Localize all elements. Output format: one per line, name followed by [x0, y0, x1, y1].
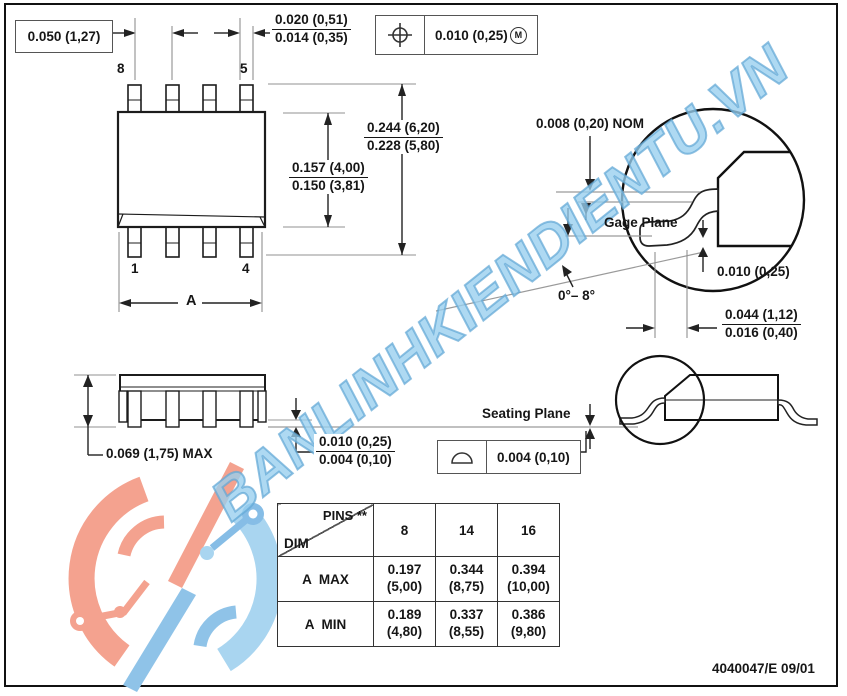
column-header-16: 16	[497, 503, 560, 557]
foot-thickness-dimension	[698, 220, 708, 272]
lead-width-dimension: 0.020 (0,51) 0.014 (0,35)	[270, 12, 353, 46]
value-mm: (4,80)	[386, 624, 423, 639]
extension-lines-overall-width	[266, 83, 416, 256]
column-header-14: 14	[435, 503, 498, 557]
value-inch: 0.189	[387, 607, 422, 623]
table-cell: 0.197 (5,00)	[373, 556, 436, 602]
logo-slash-upper	[168, 462, 244, 588]
dimension-A-label: A	[186, 293, 197, 309]
foot-length-dimension	[626, 250, 717, 338]
lead-thickness-label: 0.008 (0,20) NOM	[536, 116, 645, 131]
row-label-a-max: A MAX	[277, 556, 374, 602]
end-view-body	[664, 374, 779, 421]
extension-lines-top	[134, 18, 254, 80]
table-cell: 0.394 (10,00)	[497, 556, 560, 602]
lead-detail-circle	[620, 107, 806, 293]
value-inch: 0.344	[449, 562, 484, 578]
position-symbol-icon	[376, 16, 425, 54]
value-inch: 0.386	[511, 607, 546, 623]
pins-dimension-table: PINS ** DIM 8 14 16 A MAX 0.197 (5,00) 0…	[277, 503, 560, 647]
logo-left-arc	[68, 476, 149, 667]
body-width-min: 0.150 (3,81)	[292, 177, 365, 193]
lead-width-min: 0.014 (0,35)	[275, 29, 348, 45]
row-label-a-min: A MIN	[277, 601, 374, 647]
corner-dim-label: DIM	[284, 536, 309, 551]
pin-number-8: 8	[117, 61, 125, 76]
standoff-dimension	[291, 398, 313, 453]
lead-width-max: 0.020 (0,51)	[272, 12, 351, 30]
A-arrowheads	[119, 299, 262, 307]
overall-width-max: 0.244 (6,20)	[364, 120, 443, 138]
pin-number-5: 5	[240, 61, 248, 76]
column-header-8: 8	[373, 503, 436, 557]
table-cell: 0.189 (4,80)	[373, 601, 436, 647]
standoff-dimension-label: 0.010 (0,25) 0.004 (0,10)	[314, 434, 397, 468]
body-width-arrowheads	[324, 113, 332, 227]
flatness-tolerance-value: 0.004 (0,10)	[497, 449, 570, 465]
top-view-bevel	[117, 213, 266, 228]
end-view-detail-circle	[614, 354, 706, 446]
value-mm: (8,55)	[448, 624, 485, 639]
value-mm: (9,80)	[510, 624, 547, 639]
site-logo	[68, 462, 283, 692]
pin-number-1: 1	[131, 261, 139, 276]
logo-right-arc	[216, 502, 283, 672]
logo-hook-left	[117, 515, 165, 557]
end-view-right-lead	[777, 399, 818, 426]
table-header-row: PINS ** DIM 8 14 16	[277, 503, 560, 557]
standoff-min: 0.004 (0,10)	[319, 451, 392, 467]
table-row-a-min: A MIN 0.189 (4,80) 0.337 (8,55) 0.386 (9…	[277, 601, 560, 647]
table-cell: 0.386 (9,80)	[497, 601, 560, 647]
value-inch: 0.337	[449, 607, 484, 623]
overall-width-arrowheads	[398, 84, 406, 255]
height-dimension	[74, 374, 116, 456]
lead-thickness-dimension	[563, 136, 595, 236]
top-view-body	[116, 110, 267, 229]
pitch-dimension-box: 0.050 (1,27)	[15, 20, 113, 53]
height-max-label: 0.069 (1,75) MAX	[106, 446, 213, 461]
flatness-callout: 0.004 (0,10)	[437, 440, 581, 474]
foot-thickness-label: 0.010 (0,25)	[717, 264, 790, 279]
position-tolerance-value: 0.010 (0,25)	[435, 27, 508, 43]
value-mm: (5,00)	[386, 579, 423, 594]
body-width-dimension: 0.157 (4,00) 0.150 (3,81)	[287, 160, 370, 194]
foot-length-dimension-label: 0.044 (1,12) 0.016 (0,40)	[720, 307, 803, 341]
seating-plane-pinch	[585, 404, 595, 449]
table-row-a-max: A MAX 0.197 (5,00) 0.344 (8,75) 0.394 (1…	[277, 556, 560, 602]
flatness-symbol-icon	[438, 441, 487, 473]
extension-lines-body-width	[283, 112, 345, 228]
value-mm: (10,00)	[507, 579, 550, 594]
overall-width-dimension: 0.244 (6,20) 0.228 (5,80)	[362, 120, 445, 154]
foot-length-min: 0.016 (0,40)	[725, 324, 798, 340]
table-corner-cell: PINS ** DIM	[277, 503, 374, 557]
end-view-left-lead	[619, 397, 666, 425]
table-cell: 0.344 (8,75)	[435, 556, 498, 602]
drawing-border-frame	[4, 3, 838, 687]
mmc-modifier-icon: M	[509, 26, 527, 44]
logo-slash-lower	[123, 588, 196, 692]
table-cell: 0.337 (8,55)	[435, 601, 498, 647]
top-view-pins	[127, 84, 254, 258]
angle-leader	[562, 265, 574, 288]
logo-hook-right	[193, 605, 237, 648]
gage-plane-label: Gage Plane	[604, 215, 678, 230]
overall-width-min: 0.228 (5,80)	[367, 137, 440, 153]
lead-angle-label: 0°– 8°	[558, 288, 596, 303]
body-width-max: 0.157 (4,00)	[289, 160, 368, 178]
value-mm: (8,75)	[448, 579, 485, 594]
drawing-number: 4040047/E 09/01	[712, 661, 815, 676]
pitch-arrowheads	[124, 29, 265, 37]
foot-length-max: 0.044 (1,12)	[722, 307, 801, 325]
pin-divider-lines	[128, 99, 253, 244]
standoff-max: 0.010 (0,25)	[316, 434, 395, 452]
pin-number-4: 4	[242, 261, 250, 276]
value-inch: 0.394	[511, 562, 546, 578]
side-view-leads	[118, 390, 267, 428]
seating-plane-label: Seating Plane	[482, 406, 571, 421]
corner-pins-label: PINS **	[322, 508, 367, 523]
extension-lines-A	[118, 232, 263, 312]
value-inch: 0.197	[387, 562, 422, 578]
true-position-callout: 0.010 (0,25) M	[375, 15, 538, 55]
